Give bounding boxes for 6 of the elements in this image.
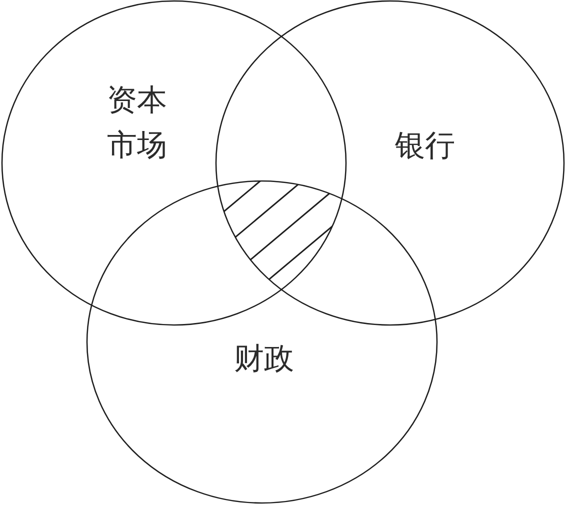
venn-circle [1,0,347,326]
set-label: 财政 [234,340,294,378]
set-label: 银行 [395,128,455,166]
venn-circle [215,0,565,326]
set-label: 资本市场 [107,82,167,165]
venn-circle [86,180,438,504]
